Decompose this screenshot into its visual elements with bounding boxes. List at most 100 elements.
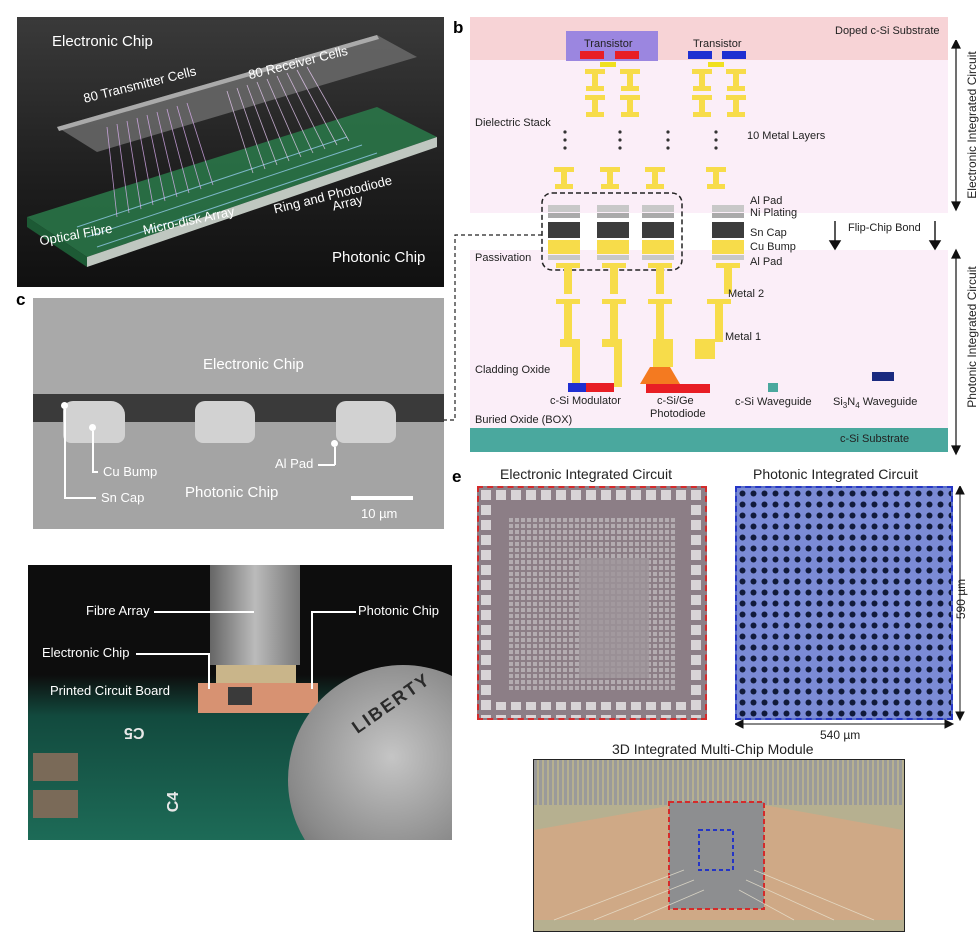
label-metal-layers: 10 Metal Layers xyxy=(747,130,826,142)
label-sem-sn-cap: Sn Cap xyxy=(101,490,145,505)
sem-marker-cu-bump xyxy=(89,424,96,431)
photodiode-ge xyxy=(640,367,680,384)
label-photodiode-1: c-Si/Ge xyxy=(657,395,694,407)
photo-fibre-holder xyxy=(216,665,296,683)
label-flip-chip-bond: Flip-Chip Bond xyxy=(848,222,921,234)
pic-die-image xyxy=(735,486,953,720)
panel-a-image: Electronic Chip 80 Transmitter Cells 80 … xyxy=(17,17,444,287)
sem-leader-al-pad-h xyxy=(318,464,335,466)
panel-c-sem: Electronic Chip Cu Bump Sn Cap Al Pad Ph… xyxy=(33,298,444,529)
pcb-silk-c4: C4 xyxy=(165,791,183,813)
label-height-dim: 590 µm xyxy=(954,578,969,620)
sem-leader-sn-cap-h xyxy=(64,497,96,499)
transistor-2-drain xyxy=(722,51,746,59)
label-ni-plating: Ni Plating xyxy=(750,207,798,219)
photo-capacitor-2 xyxy=(33,790,78,818)
panel-d-photo: C5 C4 LIBERTY Fibre Array Photonic Chip … xyxy=(28,565,452,840)
metal-layer-dots xyxy=(563,130,718,150)
label-cladding-oxide: Cladding Oxide xyxy=(475,364,551,376)
module-image xyxy=(533,759,905,932)
cross-section-diagram xyxy=(470,17,948,452)
sem-leader-al-pad xyxy=(334,447,336,465)
transmitter-cell-wires xyxy=(106,102,214,218)
sem-leader-cu-bump-h xyxy=(92,471,98,473)
transistor-1-gate xyxy=(600,62,616,67)
label-printed-circuit-board: Printed Circuit Board xyxy=(50,683,170,698)
sem-bump-1 xyxy=(63,401,125,443)
flip-chip-arrows xyxy=(828,221,942,251)
eic-lower-vias xyxy=(554,167,726,189)
title-eic: Electronic Integrated Circuit xyxy=(500,466,672,482)
leader-fibre-array xyxy=(154,611,254,613)
label-eic-vertical: Electronic Integrated Circuit xyxy=(965,51,979,199)
label-width-dim: 540 µm xyxy=(820,728,861,742)
photo-fibre-array xyxy=(210,565,300,665)
panel-c-letter: c xyxy=(16,290,26,309)
title-pic: Photonic Integrated Circuit xyxy=(753,466,918,482)
label-csi-modulator: c-Si Modulator xyxy=(550,395,621,407)
eic-die-image xyxy=(477,486,707,720)
panel-b-cross-section: Doped c-Si Substrate Transistor Transist… xyxy=(470,17,948,452)
electronic-chip-edge xyxy=(57,35,379,131)
label-sem-cu-bump: Cu Bump xyxy=(103,464,158,479)
label-fibre-array: Fibre Array xyxy=(86,603,150,618)
dielectric-stack-layer xyxy=(470,60,948,213)
photodiode-si xyxy=(646,384,710,393)
leader-photonic-chip xyxy=(311,611,356,613)
sem-scale-bar xyxy=(351,496,413,500)
label-sem-al-pad: Al Pad xyxy=(275,456,314,471)
label-metal-2: Metal 2 xyxy=(728,288,765,300)
label-buried-oxide: Buried Oxide (BOX) xyxy=(475,414,573,426)
panel-e-letter: e xyxy=(452,467,462,486)
csi-waveguide xyxy=(768,383,778,392)
si3n4-waveguide xyxy=(872,372,894,381)
csi-modulator xyxy=(568,383,614,392)
label-al-pad-top: Al Pad xyxy=(750,195,783,207)
photo-electronic-chip xyxy=(228,687,252,705)
label-photonic-chip: Photonic Chip xyxy=(358,603,439,618)
transistor-2-source xyxy=(688,51,712,59)
panel-a-illustration xyxy=(27,35,437,267)
label-transistor-1: Transistor xyxy=(584,38,633,50)
label-photodiode-2: Photodiode xyxy=(650,408,706,420)
photo-capacitor-1 xyxy=(33,753,78,781)
sem-leader-cu-bump xyxy=(92,431,94,471)
label-pic-vertical: Photonic Integrated Circuit xyxy=(965,266,979,408)
label-sem-electronic-chip: Electronic Chip xyxy=(203,356,304,373)
leader-photonic-chip-v xyxy=(311,611,313,689)
module-pattern xyxy=(534,760,903,921)
photonic-chip-front xyxy=(87,137,437,267)
photonic-chip-edge xyxy=(27,217,87,267)
pic-die-pattern xyxy=(737,488,951,718)
pic-vias xyxy=(556,263,740,387)
label-sem-scale-bar: 10 µm xyxy=(361,506,398,521)
label-transistor-2: Transistor xyxy=(693,38,742,50)
upper-metal-vias xyxy=(585,69,746,117)
sem-marker-al-pad xyxy=(331,440,338,447)
pic-dimensions xyxy=(735,486,965,729)
csi-substrate-layer xyxy=(470,428,948,452)
bond-stacks xyxy=(548,205,744,260)
label-cu-bump: Cu Bump xyxy=(750,241,796,253)
photo-photonic-chip xyxy=(198,683,318,713)
label-photonic-chip: Photonic Chip xyxy=(332,249,426,266)
sem-bump-3 xyxy=(336,401,396,443)
leader-electronic-chip xyxy=(136,653,208,655)
transistor-1-source xyxy=(580,51,604,59)
label-passivation: Passivation xyxy=(475,252,532,264)
electronic-chip-slab xyxy=(57,35,417,152)
label-electronic-chip: Electronic Chip xyxy=(42,645,130,660)
label-doped-substrate: Doped c-Si Substrate xyxy=(835,25,940,37)
label-si3n4-waveguide: Si3N4 Waveguide xyxy=(833,396,918,411)
label-sn-cap: Sn Cap xyxy=(750,227,787,239)
label-dielectric-stack: Dielectric Stack xyxy=(475,117,551,129)
csi-modulator-n xyxy=(568,383,586,392)
label-csi-waveguide: c-Si Waveguide xyxy=(735,396,812,408)
label-al-pad-bottom: Al Pad xyxy=(750,256,783,268)
panel-b-letter: b xyxy=(453,18,464,37)
leader-electronic-chip-v xyxy=(208,653,210,689)
sem-bump-2 xyxy=(195,401,255,443)
transistor-1-drain xyxy=(615,51,639,59)
sem-marker-sn-cap xyxy=(61,402,68,409)
pcb-silk-c5: C5 xyxy=(124,724,145,741)
